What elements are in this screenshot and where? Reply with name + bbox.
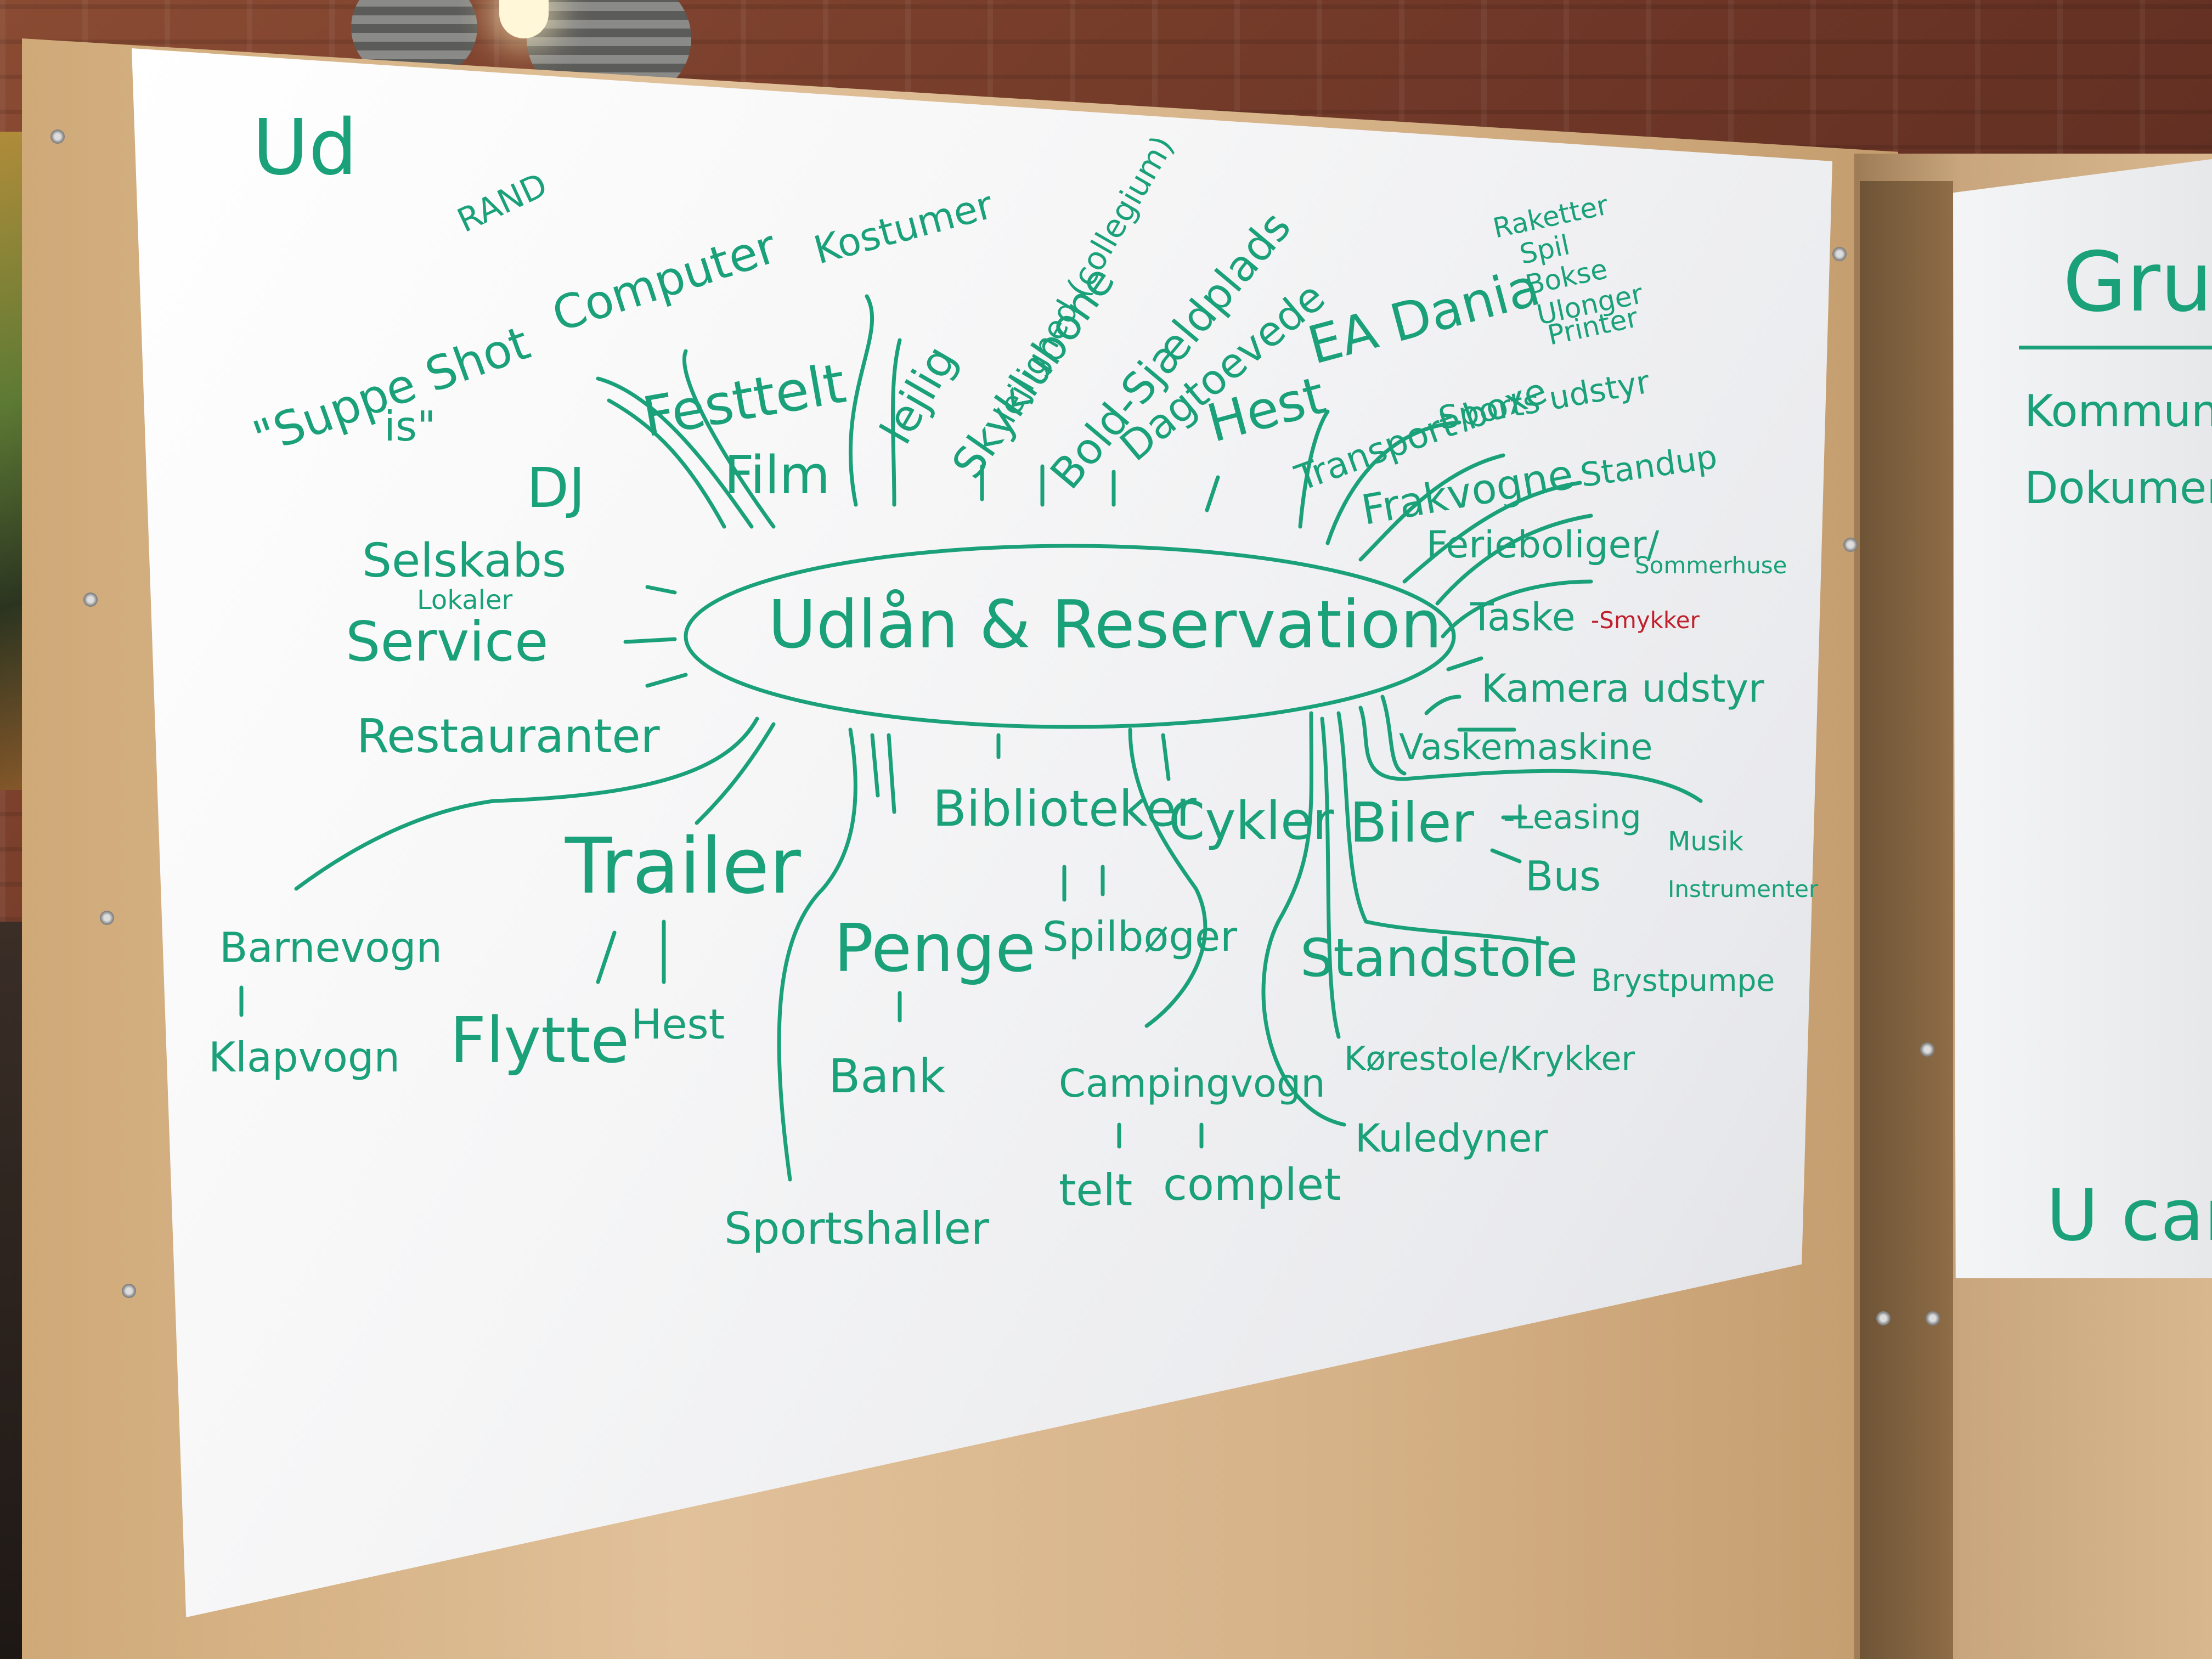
center-topic: Udlån & Reservation [768, 587, 1442, 663]
item-standstole: Standstole [1300, 928, 1578, 989]
screw [1843, 538, 1858, 552]
item-musik-2: Instrumenter [1668, 876, 1819, 902]
item-trailer: Trailer [565, 822, 801, 911]
screw [1832, 247, 1847, 261]
item-spilbager: Spilbøger [1042, 912, 1237, 961]
screw [50, 129, 65, 144]
item-penge: Penge [834, 911, 1036, 987]
item-dj: DJ [527, 456, 585, 520]
item-barnevogn: Barnevogn [219, 923, 443, 972]
screw [1920, 1042, 1934, 1057]
item-sportshaller: Sportshaller [724, 1203, 989, 1254]
center-ellipse [684, 544, 1456, 729]
item-suppe-shot-2: is" [384, 402, 436, 450]
item-complet: complet [1163, 1159, 1341, 1210]
side-board-line-2: Dokumen [2024, 462, 2212, 514]
item-brystpumpe: Brystpumpe [1591, 963, 1775, 998]
item-kuledyner: Kuledyner [1355, 1116, 1548, 1161]
item-biler: Biler [1350, 791, 1474, 855]
item-leasing: -Leasing [1503, 798, 1641, 837]
item-flytte: Flytte [450, 1004, 630, 1077]
item-service: Service [346, 610, 549, 674]
screw [1876, 1311, 1891, 1325]
board-title: Ud [252, 103, 358, 193]
item-selskabs-2: Lokaler [417, 585, 513, 616]
side-board-divider [2019, 346, 2212, 349]
item-bank: Bank [828, 1049, 946, 1104]
item-telt: telt [1059, 1165, 1133, 1216]
item-taske: Taske [1470, 595, 1576, 640]
item-ferieboliger: Ferieboliger/ [1426, 523, 1660, 567]
ceiling-lamp [499, 0, 549, 38]
item-klapvogn: Klapvogn [208, 1033, 400, 1081]
screw [83, 592, 98, 607]
item-korestole: Kørestole/Krykker [1344, 1040, 1635, 1078]
screw [100, 911, 114, 925]
item-film: Film [724, 445, 831, 506]
screw [1926, 1311, 1940, 1325]
item-kamera-udstyr: Kamera udstyr [1481, 666, 1764, 711]
item-sommerhuse: Sommerhuse [1635, 552, 1787, 579]
item-smykker: -Smykker [1591, 607, 1700, 634]
item-musik: Musik [1668, 826, 1743, 857]
side-board-title: Gru [2063, 235, 2212, 330]
panel-edge [1860, 181, 1953, 1659]
side-board-line-1: Kommuni [2024, 386, 2212, 437]
item-hest-2: Hest [631, 1000, 725, 1048]
item-selskabs: Selskabs [362, 534, 567, 588]
item-campingvogn: Campingvogn [1059, 1061, 1325, 1106]
screw [122, 1284, 136, 1298]
item-biblioteker: Biblioteker [933, 780, 1197, 838]
side-whiteboard: Gru Kommuni Dokumen U car [1953, 159, 2212, 1278]
side-board-bottom: U car [2046, 1173, 2212, 1257]
item-vaskemaskine: Vaskemaskine [1399, 727, 1653, 768]
item-bus: Bus [1525, 852, 1601, 900]
item-restauranter: Restauranter [357, 709, 660, 764]
item-cykler: Cykler [1169, 791, 1334, 851]
